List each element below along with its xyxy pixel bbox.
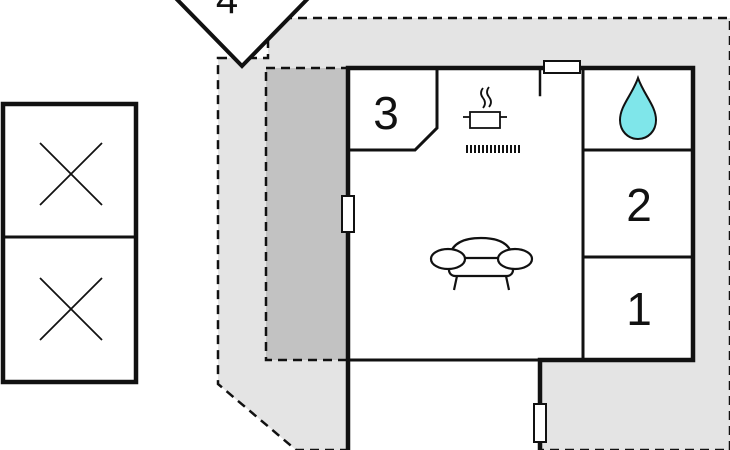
zone-label-4: 4 [216,0,238,22]
sofa-icon [429,236,534,291]
covered-terrace [264,66,350,362]
kitchen-pot-icon [463,86,507,129]
room-label-3: 3 [373,87,399,139]
window-left [341,195,355,233]
lower-interior [348,360,540,450]
stove-icon [466,145,520,153]
parking-space-icon [0,101,139,385]
room-label-1: 1 [626,283,652,335]
zone-marker [174,0,310,69]
room-label-2: 2 [626,179,652,231]
window-top [543,60,581,74]
window-lower [533,403,547,443]
water-drop-icon [618,74,658,141]
walls [345,65,696,450]
